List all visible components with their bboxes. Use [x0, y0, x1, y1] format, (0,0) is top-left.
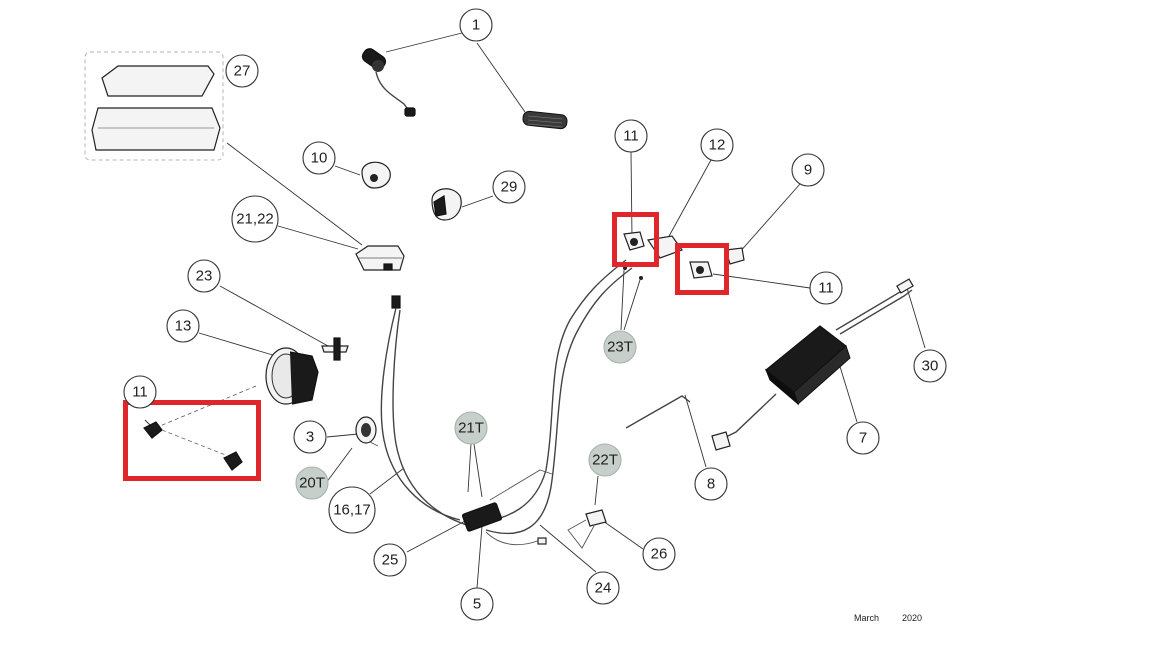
callout-30: 30 [913, 349, 947, 383]
svg-text:1: 1 [472, 17, 480, 34]
callout-25: 25 [373, 543, 407, 577]
svg-text:26: 26 [651, 546, 668, 563]
svg-text:5: 5 [473, 596, 481, 613]
highlight-box-right-indicator [675, 243, 729, 295]
part-rod [625, 395, 691, 429]
svg-text:30: 30 [922, 358, 939, 375]
svg-text:16,17: 16,17 [333, 502, 371, 519]
svg-text:10: 10 [311, 150, 328, 167]
svg-text:9: 9 [804, 162, 812, 179]
callout-22T: 22T [588, 443, 622, 477]
callout-29: 29 [492, 170, 526, 204]
svg-text:8: 8 [707, 476, 715, 493]
part-controller-box [355, 245, 405, 271]
part-indicators-left [143, 421, 243, 471]
callout-16-17: 16,17 [328, 486, 376, 534]
part-switch-10 [361, 161, 391, 189]
callout-3: 3 [293, 420, 327, 454]
callout-11-top: 11 [614, 119, 648, 153]
svg-text:21T: 21T [458, 420, 484, 437]
callout-27: 27 [225, 54, 259, 88]
callout-10: 10 [302, 141, 336, 175]
part-charger [711, 278, 914, 451]
footer-year: 2020 [902, 613, 922, 623]
svg-text:22T: 22T [592, 452, 618, 469]
svg-text:11: 11 [623, 128, 639, 145]
highlight-boxes [123, 212, 729, 481]
part-headlight [159, 347, 319, 427]
svg-text:11: 11 [132, 384, 148, 401]
callout-21-22: 21,22 [231, 195, 279, 243]
part-horn [355, 416, 379, 447]
callout-5: 5 [460, 587, 494, 621]
callout-24: 24 [586, 571, 620, 605]
svg-text:12: 12 [709, 137, 726, 154]
callout-12: 12 [700, 128, 734, 162]
highlight-box-left-indicators [123, 400, 261, 481]
svg-text:24: 24 [595, 580, 612, 597]
svg-text:3: 3 [306, 429, 314, 446]
part-wiring-harness [380, 259, 633, 546]
callout-7: 7 [846, 421, 880, 455]
callout-26: 26 [642, 537, 676, 571]
leader-lines [144, 32, 926, 589]
part-throttle-and-grip [361, 48, 568, 130]
highlight-box-top-indicator [612, 212, 659, 267]
svg-text:27: 27 [234, 63, 251, 80]
callout-11-right: 11 [809, 271, 843, 305]
footer-month: March [854, 613, 879, 623]
callout-9: 9 [791, 153, 825, 187]
callout-13: 13 [166, 309, 200, 343]
part-connector-26 [567, 509, 607, 549]
svg-text:23: 23 [196, 268, 213, 285]
svg-text:7: 7 [859, 430, 867, 447]
svg-text:13: 13 [175, 318, 192, 335]
svg-text:20T: 20T [299, 475, 325, 492]
callout-11-left: 11 [123, 375, 157, 409]
part-switch-housing-29 [431, 188, 462, 221]
callout-1: 1 [459, 8, 493, 42]
part-seat-cover [84, 51, 224, 161]
callout-23T: 23T [603, 330, 637, 364]
callout-21T: 21T [454, 411, 488, 445]
svg-text:11: 11 [818, 280, 834, 297]
svg-text:21,22: 21,22 [236, 211, 274, 228]
svg-text:23T: 23T [607, 339, 633, 356]
svg-text:29: 29 [501, 179, 518, 196]
callout-8: 8 [694, 467, 728, 501]
svg-text:25: 25 [382, 552, 399, 569]
callout-23: 23 [187, 259, 221, 293]
callout-20T: 20T [295, 466, 329, 500]
part-headlight-bulb [321, 337, 349, 361]
